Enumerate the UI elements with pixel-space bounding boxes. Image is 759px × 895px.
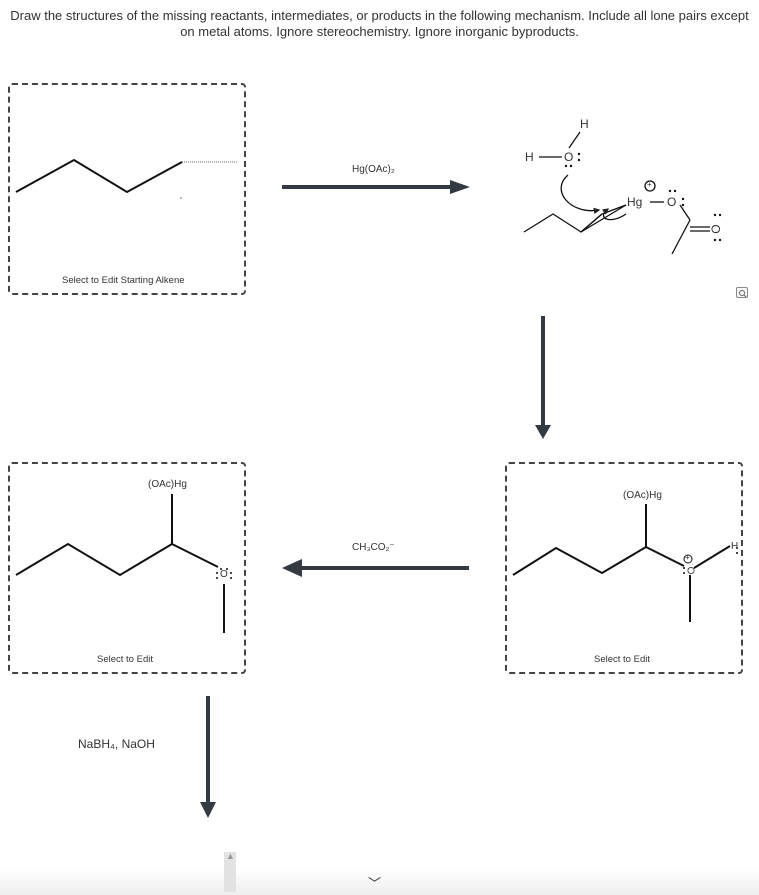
scrollbar-thumb[interactable]	[224, 852, 236, 892]
bottom-right-lone-pairs	[683, 547, 738, 574]
bottom-left-box[interactable]	[8, 462, 246, 674]
step2-arrow	[535, 316, 551, 439]
bottom-right-charge-ring	[683, 554, 693, 564]
bottom-right-oxygen: O	[684, 566, 696, 575]
water-oxygen: O	[564, 150, 574, 164]
mercury-charge: +	[647, 180, 652, 189]
step4-arrow	[200, 696, 216, 818]
bottom-right-skeleton	[512, 504, 731, 622]
acetate-oxygen: O	[667, 195, 677, 209]
bottom-left-label: Select to Edit	[97, 654, 153, 665]
bottom-left-oxygen: O	[220, 569, 228, 580]
bottom-right-label: Select to Edit	[594, 654, 650, 665]
intermediate-lone-pairs	[564, 152, 722, 242]
step4-reagent: NaBH₄, NaOH	[78, 737, 155, 751]
chevron-down-icon[interactable]: ﹀	[368, 876, 382, 891]
scroll-up-arrow-icon[interactable]: ▲	[226, 851, 235, 861]
starting-alkene-skeleton[interactable]	[15, 158, 183, 194]
bottom-left-skeleton	[15, 494, 225, 633]
bottom-right-hydrogen: H	[731, 541, 739, 552]
starting-alkene-label: Select to Edit Starting Alkene	[62, 275, 185, 286]
starting-alkene-box[interactable]	[8, 83, 246, 295]
mercury-atom: Hg	[627, 195, 643, 209]
bottom-fade	[0, 868, 759, 895]
water-h-top: H	[580, 117, 589, 131]
bottom-right-box[interactable]	[505, 462, 743, 674]
water-h-left: H	[525, 150, 534, 164]
step3-arrow	[282, 559, 469, 577]
step1-reagent: Hg(OAc)₂	[352, 164, 395, 175]
zoom-icon	[739, 290, 747, 298]
instructions-text: Draw the structures of the missing react…	[10, 8, 749, 39]
zoom-button[interactable]	[736, 287, 748, 298]
intermediate-structure	[523, 131, 710, 255]
bottom-right-charge: +	[685, 553, 690, 562]
alkene-dot	[180, 197, 182, 199]
step3-reagent: CH₃CO₂⁻	[352, 542, 395, 553]
bottom-left-lone-pairs	[216, 568, 232, 579]
bottom-right-substituent: (OAc)Hg	[623, 490, 662, 501]
bottom-left-substituent: (OAc)Hg	[148, 479, 187, 490]
step1-arrow	[282, 180, 470, 194]
carbonyl-oxygen: O	[708, 224, 723, 234]
